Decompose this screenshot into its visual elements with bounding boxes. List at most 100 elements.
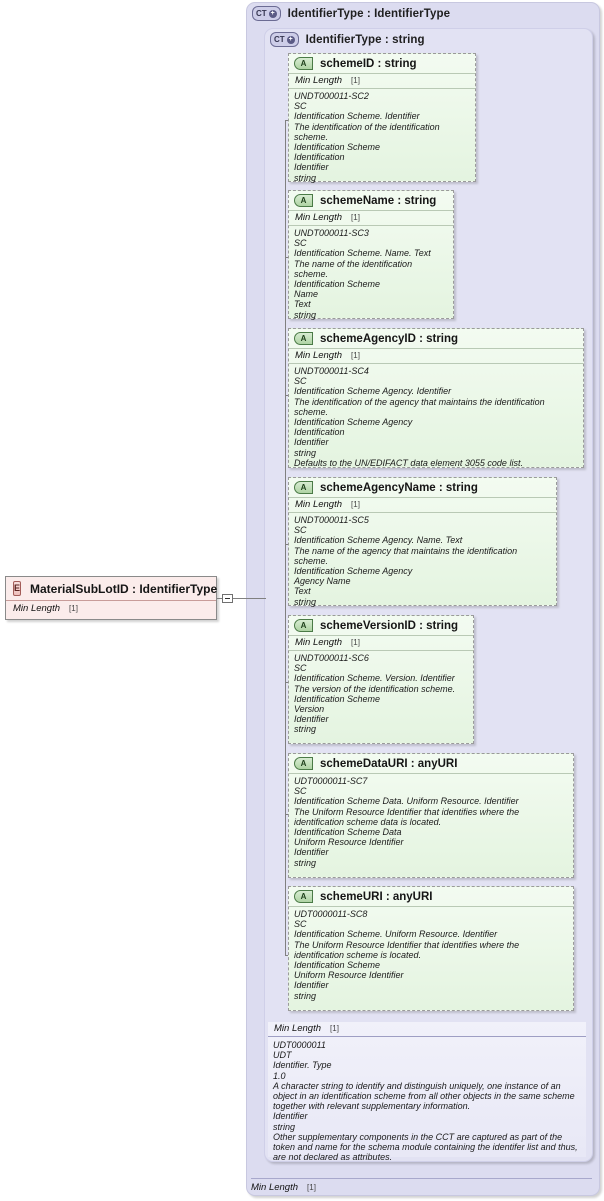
doc-line: Text (294, 299, 311, 310)
complex-type-badge-icon[interactable]: CT+ (252, 6, 281, 21)
doc-line: Identifier (294, 437, 329, 448)
attribute-box-schemeName[interactable]: A schemeName : string Min Length [1] UND… (288, 190, 454, 320)
complex-type-badge-icon-inner[interactable]: CT+ (270, 32, 299, 47)
doc-line: Identification (294, 427, 345, 438)
facet-label: Min Length (274, 1023, 322, 1034)
attribute-badge-icon: A (294, 332, 313, 345)
outer-facet-value: [1] (307, 1183, 316, 1192)
outer-facet-label: Min Length (251, 1182, 299, 1193)
attribute-badge-icon: A (294, 194, 313, 207)
attribute-title: schemeURI : anyURI (320, 890, 433, 903)
doc-line: Identification Scheme Agency (294, 417, 413, 428)
ct-badge-label: CT (256, 8, 267, 18)
attribute-box-schemeID[interactable]: A schemeID : string Min Length [1] UNDT0… (288, 53, 476, 183)
facet-row-min-length: Min Length [1] (289, 498, 556, 513)
attribute-header: A schemeDataURI : anyURI (289, 754, 573, 774)
facet-value: [1] (330, 1024, 339, 1033)
attribute-badge-icon: A (294, 757, 313, 770)
expand-plus-icon-inner[interactable]: + (286, 35, 295, 44)
doc-line: Identification Scheme. Uniform Resource.… (294, 929, 498, 940)
facet-value: [1] (351, 500, 360, 509)
doc-line: UNDT000011-SC6 (294, 653, 369, 663)
doc-line: Identification Scheme (294, 960, 381, 971)
element-connector-left (217, 598, 222, 599)
ct-badge-label-inner: CT (274, 34, 285, 44)
facet-row-min-length: Min Length [1] (289, 211, 453, 226)
doc-line: string (294, 857, 317, 868)
attribute-tree-trunk (285, 120, 286, 955)
doc-line: The Uniform Resource Identifier that ide… (294, 939, 520, 960)
doc-line: Identification Scheme. Version. Identifi… (294, 673, 455, 684)
doc-line: Text (294, 586, 311, 597)
expand-plus-icon[interactable]: + (268, 9, 277, 18)
doc-line: SC (294, 663, 307, 674)
doc-line: Identification Scheme (294, 279, 381, 290)
doc-line: Defaults to the UN/EDIFACT data element … (294, 457, 523, 468)
doc-line: SC (294, 919, 307, 930)
doc-line: 1.0 (273, 1070, 286, 1081)
doc-line: UNDT000011-SC4 (294, 366, 369, 376)
complex-type-header-outer: CT+ IdentifierType : IdentifierType (252, 6, 450, 21)
doc-line: The identification of the identification… (294, 121, 440, 142)
attribute-title: schemeName : string (320, 194, 437, 207)
attribute-box-schemeAgencyName[interactable]: A schemeAgencyName : string Min Length [… (288, 477, 557, 607)
doc-line: SC (294, 101, 307, 112)
doc-line: Identification Scheme (294, 693, 381, 704)
doc-line: Identification (294, 152, 345, 163)
doc-line: Identifier (294, 980, 329, 991)
collapse-expander-icon[interactable] (222, 594, 233, 603)
doc-line: Version (294, 704, 325, 715)
element-badge-icon: E (13, 581, 22, 596)
attribute-box-schemeAgencyID[interactable]: A schemeAgencyID : string Min Length [1]… (288, 328, 584, 468)
doc-line: UNDT000011-SC2 (294, 91, 369, 101)
doc-line: Identification Scheme Data. Uniform Reso… (294, 796, 519, 807)
doc-line: string (294, 309, 317, 320)
facet-label: Min Length (295, 637, 343, 648)
doc-line: Other supplementary components in the CC… (273, 1131, 578, 1163)
element-box-MaterialSubLotID[interactable]: E MaterialSubLotID : IdentifierType Min … (5, 576, 217, 620)
complex-type-title-outer: IdentifierType : IdentifierType (287, 7, 451, 20)
doc-line: string (294, 990, 317, 1001)
doc-line: Uniform Resource Identifier (294, 970, 404, 981)
doc-line: Identifier. Type (273, 1060, 332, 1071)
attribute-header: A schemeAgencyID : string (289, 329, 583, 349)
attribute-title: schemeAgencyName : string (320, 481, 478, 494)
doc-line: The version of the identification scheme… (294, 683, 456, 694)
facet-row-min-length: Min Length [1] (289, 74, 475, 89)
doc-line: UDT (273, 1050, 292, 1061)
doc-line: The Uniform Resource Identifier that ide… (294, 806, 520, 827)
doc-line: Identification Scheme Agency. Name. Text (294, 535, 463, 546)
doc-line: SC (294, 786, 307, 797)
outer-facet-row-min-length: Min Length [1] (251, 1178, 592, 1193)
doc-line: Identification Scheme. Identifier (294, 111, 420, 122)
facet-row-min-length: Min Length [1] (268, 1022, 586, 1037)
doc-line: SC (294, 525, 307, 536)
complex-type-title-inner: IdentifierType : string (305, 33, 425, 46)
doc-line: Identifier (294, 162, 329, 173)
doc-line: string (273, 1121, 296, 1132)
doc-line: A character string to identify and disti… (273, 1080, 575, 1112)
doc-line: Agency Name (294, 576, 351, 587)
doc-line: string (294, 724, 317, 735)
doc-line: Identification Scheme Agency (294, 566, 413, 577)
facet-value: [1] (351, 213, 360, 222)
facet-value: [1] (351, 351, 360, 360)
attribute-box-schemeVersionID[interactable]: A schemeVersionID : string Min Length [1… (288, 615, 474, 744)
doc-line: Name (294, 289, 319, 300)
doc-line: string (294, 172, 317, 183)
doc-line: UDT0000011 (273, 1040, 326, 1050)
doc-line: string (294, 447, 317, 458)
attribute-header: A schemeVersionID : string (289, 616, 473, 636)
facet-label: Min Length (295, 212, 343, 223)
doc-line: SC (294, 376, 307, 387)
facet-label: Min Length (295, 75, 343, 86)
attribute-title: schemeID : string (320, 57, 417, 70)
attribute-badge-icon: A (294, 890, 313, 903)
